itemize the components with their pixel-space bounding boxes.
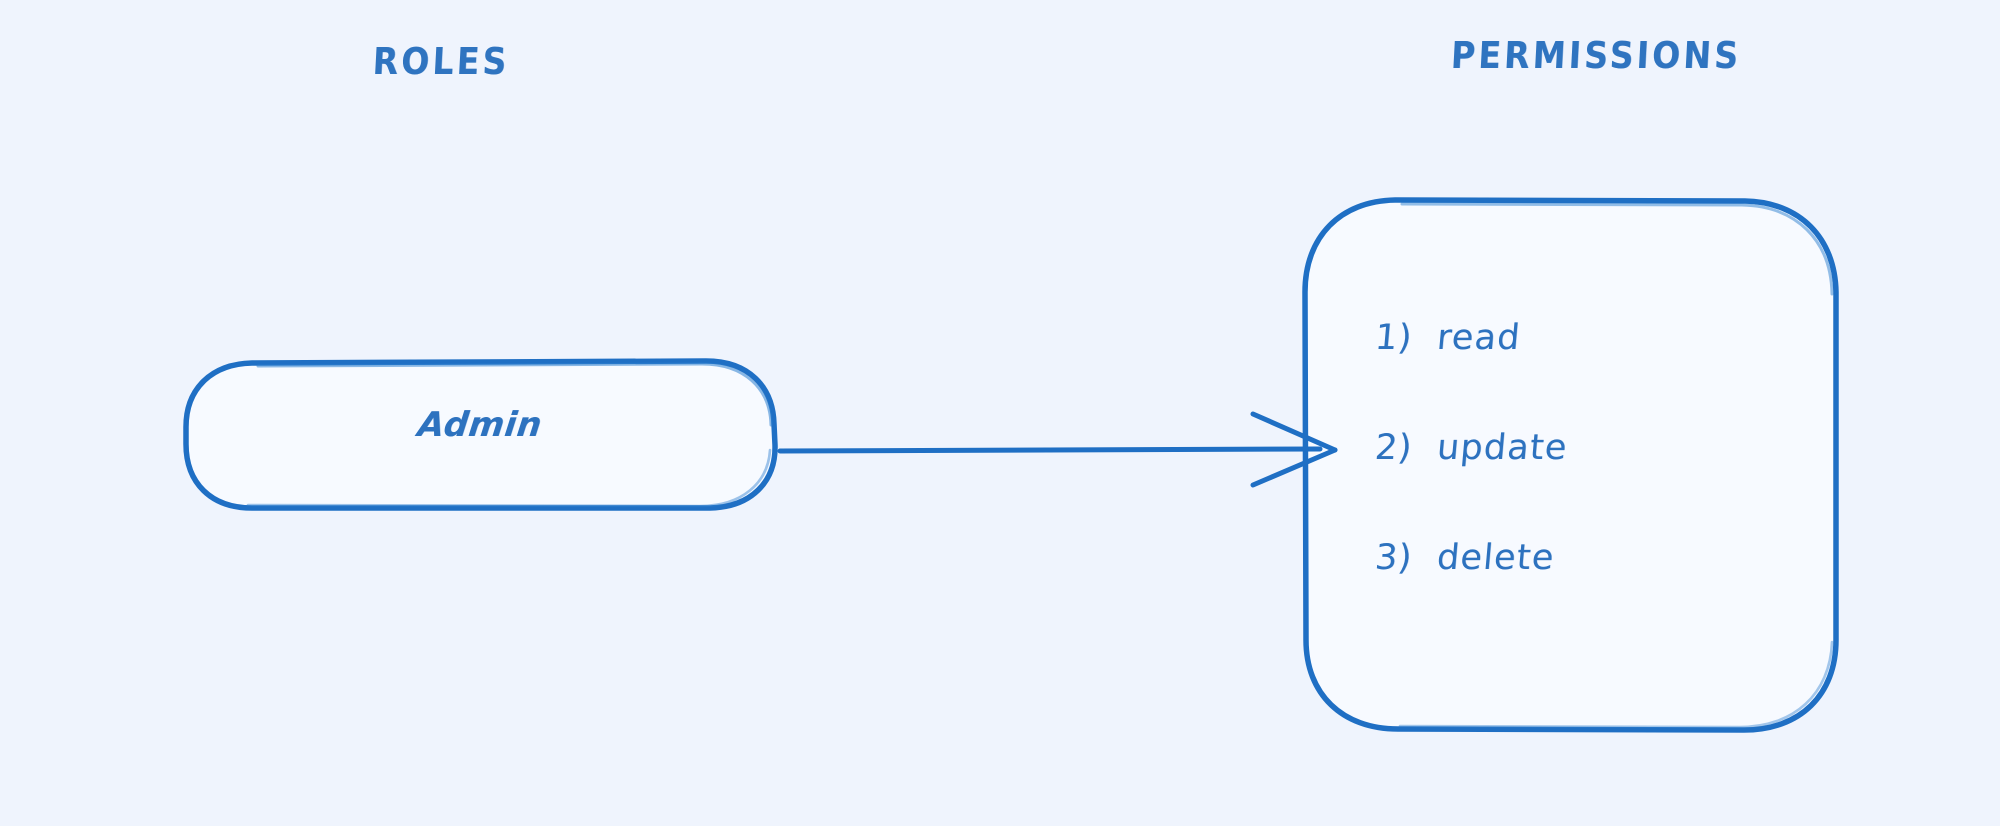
permission-index: 3)	[1373, 538, 1414, 578]
permission-item-read: 1) read	[1367, 318, 1807, 428]
permissions-container-shape[interactable]	[1302, 197, 1839, 733]
permission-name: read	[1435, 318, 1523, 358]
permission-name: update	[1435, 428, 1570, 468]
permission-item-delete: 3) delete	[1367, 538, 1807, 648]
permissions-column-heading: PERMISSIONS	[1449, 33, 1743, 77]
admin-role-label: Admin	[415, 405, 545, 445]
admin-node-shape[interactable]	[183, 358, 778, 511]
permission-item-update: 2) update	[1367, 428, 1807, 538]
permission-index: 1)	[1373, 318, 1414, 358]
roles-column-heading: ROLES	[371, 39, 511, 83]
permission-index: 2)	[1373, 428, 1414, 468]
permission-name: delete	[1435, 538, 1557, 578]
permissions-list: 1) read 2) update 3) delete	[1372, 318, 1802, 648]
connector-arrow-admin-to-permissions[interactable]	[777, 411, 1338, 488]
